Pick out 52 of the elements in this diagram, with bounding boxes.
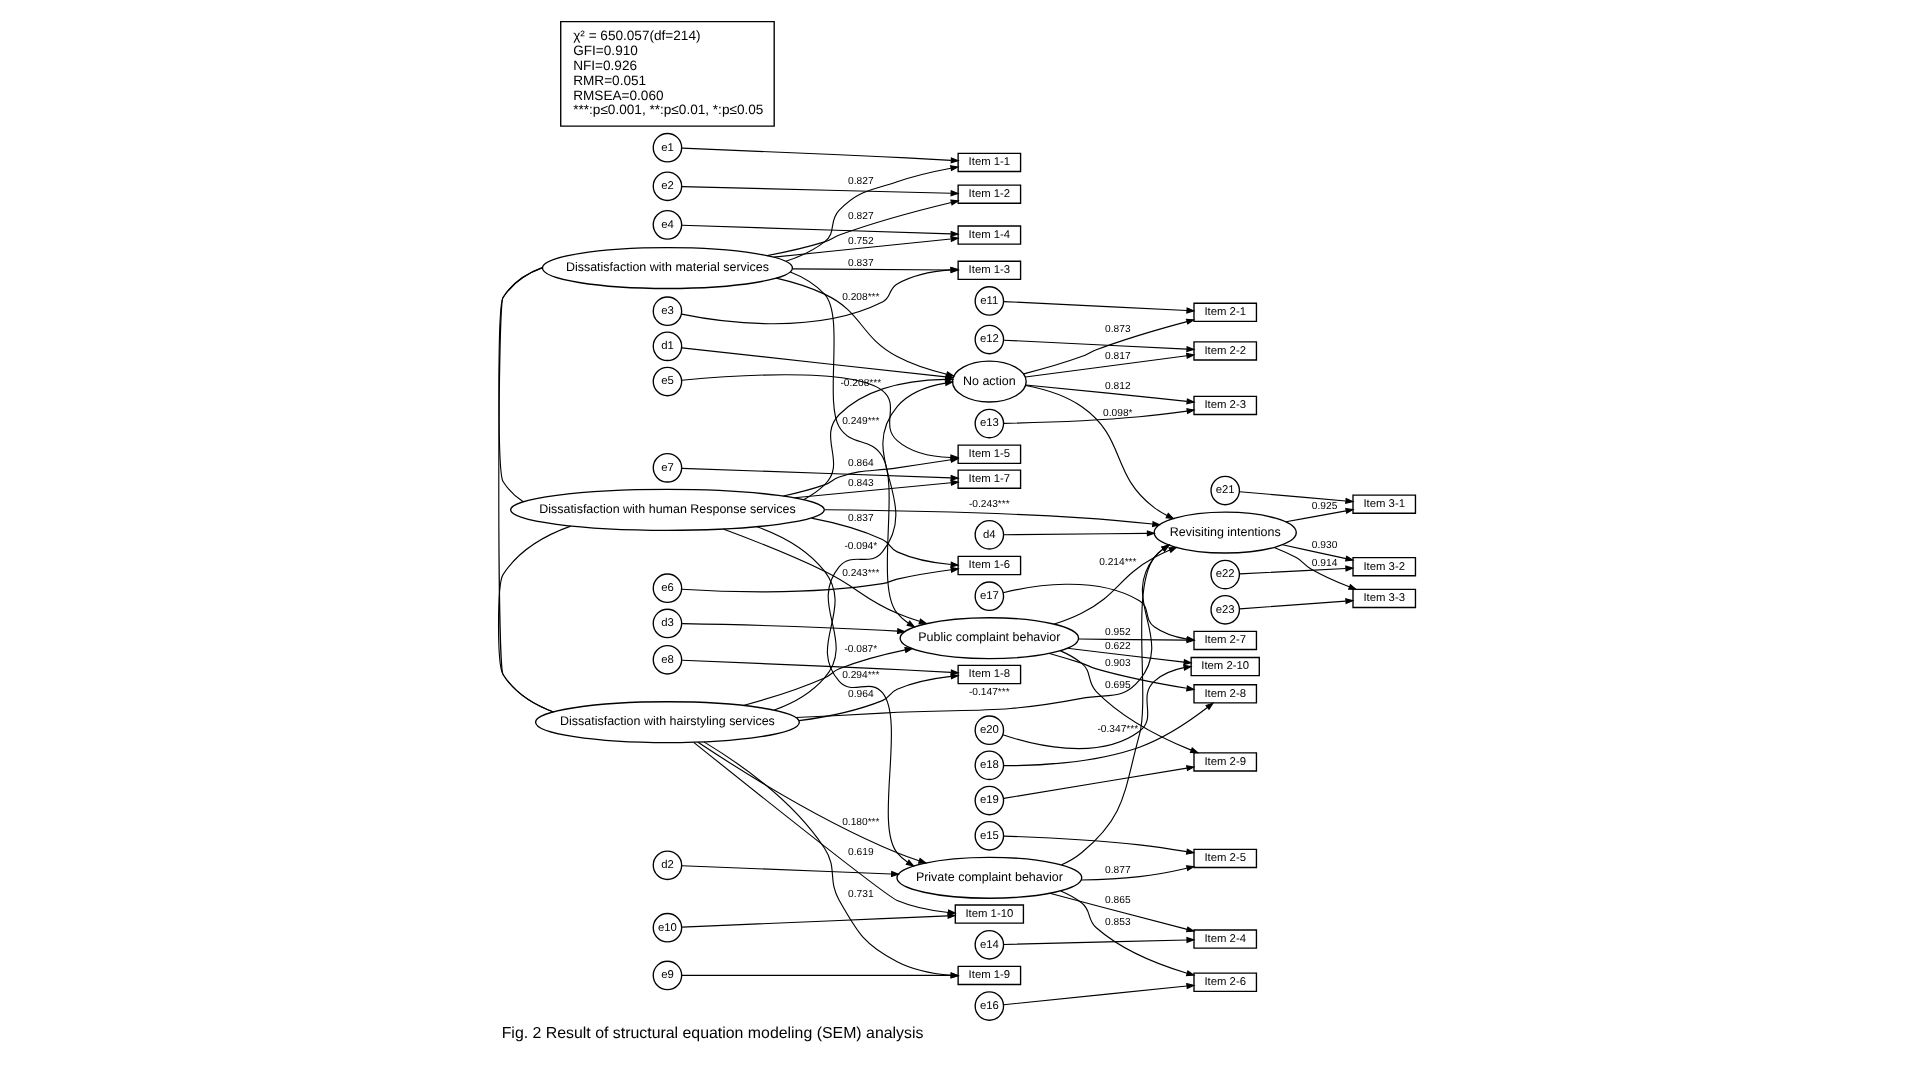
arrow: [741, 646, 913, 706]
arrow: [1059, 650, 1199, 754]
arrow: [1002, 301, 1195, 314]
arrow: [792, 479, 959, 499]
arrow: [809, 517, 959, 568]
arrow: [1047, 652, 1195, 692]
arrow: [797, 673, 959, 722]
arrow: [1002, 982, 1195, 1006]
arrow: [823, 509, 1161, 528]
arrow: [1079, 865, 1195, 881]
arrow: [1048, 892, 1195, 933]
arrow: [772, 235, 959, 258]
arrow: [1002, 530, 1155, 537]
arrow: [755, 526, 914, 867]
arrow: [765, 199, 959, 257]
arrow: [1238, 565, 1354, 575]
arrow: [680, 972, 959, 979]
arrow: [680, 147, 959, 164]
arrow: [1238, 491, 1354, 505]
arrow: [680, 566, 959, 593]
arrow: [692, 741, 956, 916]
arrow: [696, 741, 927, 864]
arrow: [680, 186, 959, 197]
arrow: [1059, 890, 1195, 977]
arrow: [1280, 544, 1354, 562]
arrow: [702, 741, 959, 979]
arrow: [680, 659, 959, 676]
arrow: [1023, 352, 1195, 378]
connector: [496, 525, 571, 713]
arrow: [1022, 318, 1195, 375]
arrow: [680, 224, 959, 238]
arrow: [1001, 664, 1192, 750]
arrow: [1002, 835, 1195, 855]
arrow: [1024, 384, 1195, 405]
arrow: [1002, 936, 1195, 945]
arrow: [680, 467, 959, 482]
arrow: [772, 379, 954, 711]
arrow: [680, 865, 900, 878]
arrow: [721, 528, 927, 625]
arrow: [1002, 765, 1195, 799]
arrow: [788, 271, 915, 628]
arrow: [1238, 598, 1354, 610]
arrow: [1024, 385, 1174, 520]
arrow: [680, 912, 956, 928]
arrow: [1002, 339, 1195, 353]
arrow: [680, 623, 906, 635]
arrow: [1002, 702, 1214, 767]
arrow: [1284, 507, 1354, 523]
arrow: [1272, 546, 1357, 590]
arrow: [784, 165, 959, 262]
arrow: [1002, 408, 1195, 424]
arrow: [1065, 647, 1192, 666]
